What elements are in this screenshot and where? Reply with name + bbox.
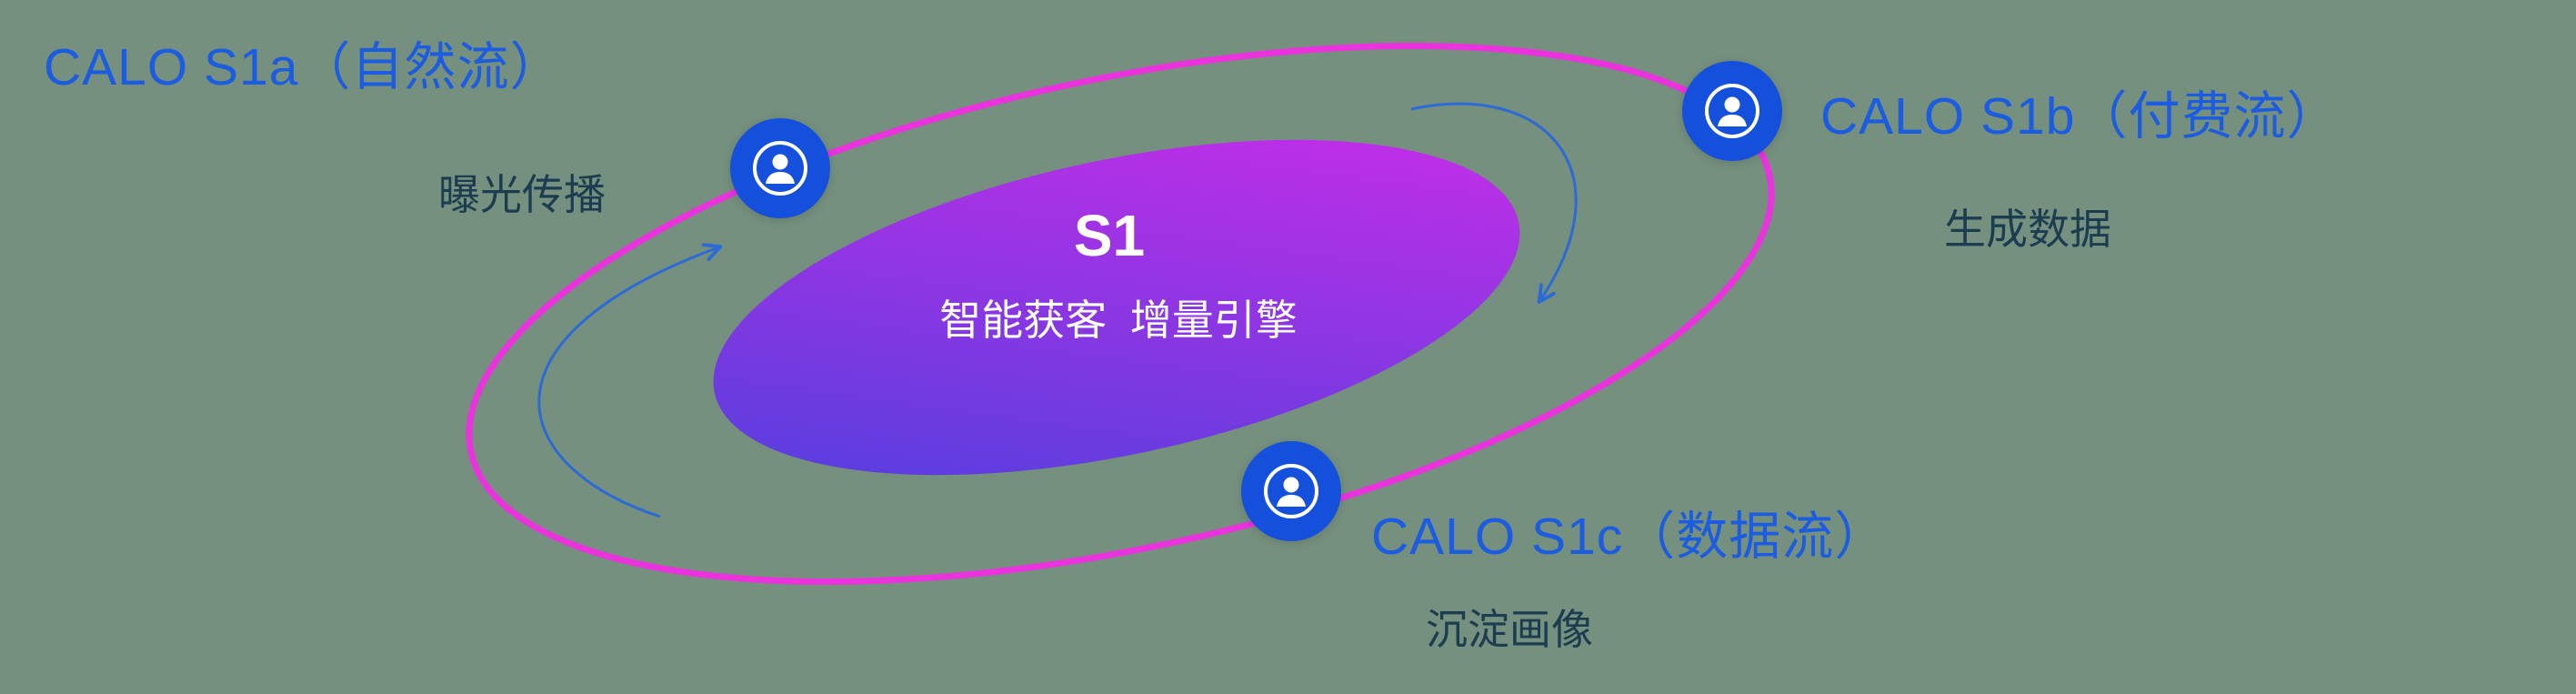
flow-arrow-top-right [1410,102,1578,304]
label-s1b-title: CALO S1b（付费流） [1820,87,2340,146]
person-icon [1264,464,1318,518]
flow-arrow-left [537,243,723,518]
orbit-ellipse [466,43,1775,585]
label-s1c-subtitle: 沉淀画像 [1426,606,1593,653]
node-s1a [730,118,830,218]
person-icon [753,141,807,196]
label-s1a-subtitle: 曝光传播 [438,171,606,218]
label-s1c-title: CALO S1c（数据流） [1371,508,1888,566]
core-title: S1 [1073,203,1146,268]
label-s1b-subtitle: 生成数据 [1944,206,2111,253]
person-icon [1705,84,1759,138]
core-subtitle: 智能获客 增量引擎 [939,297,1298,344]
node-s1b [1682,61,1782,161]
node-s1c [1241,441,1341,541]
core-ellipse [713,139,1520,476]
label-s1a-title: CALO S1a（自然流） [44,38,563,96]
